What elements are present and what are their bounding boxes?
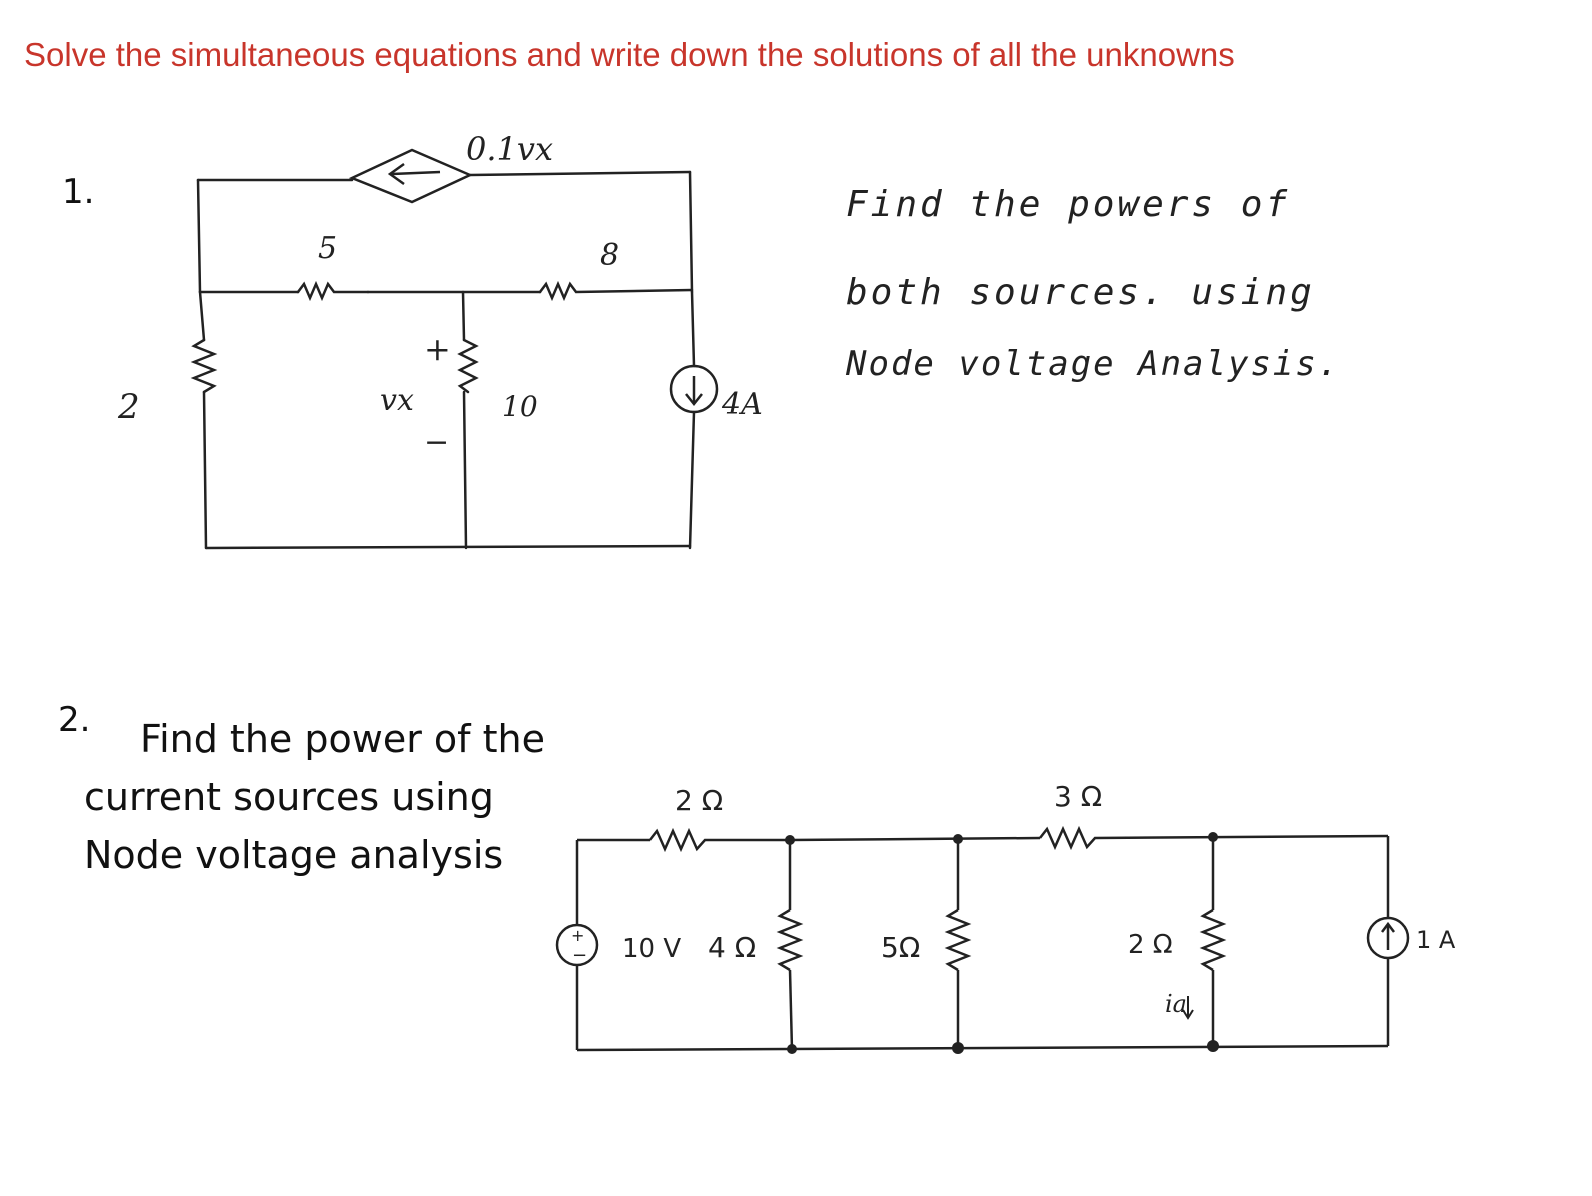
problem-1-note-line-3: Node voltage Analysis. xyxy=(846,344,1341,384)
c2-label-r3-top: 3 Ω xyxy=(1054,780,1102,813)
node-dot xyxy=(952,1042,964,1054)
problem-1-note-line-2: both sources. using xyxy=(846,272,1315,313)
c2-label-r2-right: 2 Ω xyxy=(1128,930,1173,960)
c1-resistor-5 xyxy=(296,280,370,302)
c1-label-dep-source: 0.1vx xyxy=(466,130,553,168)
c2-r4-wire-bottom xyxy=(788,969,794,1051)
problem-1-number: 1. xyxy=(62,172,95,212)
c2-ia-indicator xyxy=(1182,996,1194,1020)
c1-label-r8: 8 xyxy=(600,238,619,273)
problem-2-text-line-3: Node voltage analysis xyxy=(84,833,504,877)
problem-2-number: 2. xyxy=(58,700,91,740)
c1-label-r5: 5 xyxy=(318,231,337,266)
node-dot xyxy=(785,835,795,845)
node-dot xyxy=(787,1044,797,1054)
c1-bottom-wire xyxy=(204,544,692,550)
c2-resistor-2-right xyxy=(1199,908,1227,972)
arrow-up-icon xyxy=(1381,921,1395,933)
c2-resistor-4 xyxy=(776,908,804,972)
arrow-down-icon xyxy=(685,393,703,407)
arrow-down-icon xyxy=(1182,1009,1194,1020)
c2-resistor-5 xyxy=(944,908,972,972)
c2-current-source-1a xyxy=(1366,916,1410,960)
problem-1-note-line-1: Find the powers of xyxy=(846,184,1291,225)
c2-resistor-3-top xyxy=(1039,825,1389,851)
problem-2-text-line-1: Find the power of the xyxy=(140,717,545,761)
current-source-circle xyxy=(1366,916,1410,960)
c1-left-wire-c xyxy=(202,390,208,550)
dep-arrow-line xyxy=(391,170,441,176)
c1-label-minus: − xyxy=(424,425,449,460)
c2-label-ia: ia xyxy=(1165,990,1187,1018)
c2-label-r2-top: 2 Ω xyxy=(675,784,723,817)
c1-label-r10: 10 xyxy=(502,390,538,423)
c1-right-wire-c xyxy=(688,410,696,550)
c1-left-wire-b xyxy=(198,290,206,342)
c1-resistor-10 xyxy=(457,338,479,394)
c1-label-r2: 2 xyxy=(117,387,140,427)
circuit-2 xyxy=(575,825,1390,1052)
c2-vs-minus: − xyxy=(572,945,587,966)
node-dot xyxy=(1208,832,1218,842)
c2-voltage-source-10v xyxy=(555,923,599,967)
node-dot xyxy=(1207,1040,1219,1052)
c1-label-vx: vx xyxy=(380,383,414,418)
instruction-heading: Solve the simultaneous equations and wri… xyxy=(24,36,1235,73)
node-dot xyxy=(953,834,963,844)
c2-label-r5: 5Ω xyxy=(881,931,920,964)
c2-nodes xyxy=(785,832,1219,1054)
c2-label-10v: 10 V xyxy=(622,934,681,964)
c1-dependent-source xyxy=(348,148,474,204)
c2-resistor-2-top xyxy=(649,827,790,853)
circuit-1 xyxy=(190,170,696,550)
c1-mid-branch-wire xyxy=(461,290,466,342)
c1-left-upper-wire xyxy=(196,178,202,294)
c2-label-1a: 1 A xyxy=(1416,926,1456,954)
arrow-left-icon xyxy=(387,162,405,186)
diamond-shape xyxy=(348,148,474,204)
c2-top-wire-b xyxy=(789,836,1041,842)
c2-bottom-wire xyxy=(576,1044,1389,1052)
c1-resistor-2 xyxy=(190,338,218,394)
voltage-source-circle xyxy=(555,923,599,967)
c1-current-source-4a xyxy=(669,364,719,414)
current-source-circle xyxy=(669,364,719,414)
c1-right-upper-wire xyxy=(688,170,694,294)
c1-right-wire-b xyxy=(690,290,696,368)
problem-2-description: Find the power of the current sources us… xyxy=(84,710,545,884)
c1-label-plus: + xyxy=(424,330,451,368)
problem-2-text-line-2: current sources using xyxy=(84,775,494,819)
c1-label-4a: 4A xyxy=(721,387,763,422)
c2-vs-plus: + xyxy=(571,926,584,945)
c1-top-wire-right xyxy=(468,170,692,177)
c1-resistor-8 xyxy=(538,280,694,302)
c2-label-r4: 4 Ω xyxy=(708,931,756,964)
c1-mid-branch-lower xyxy=(462,390,468,550)
